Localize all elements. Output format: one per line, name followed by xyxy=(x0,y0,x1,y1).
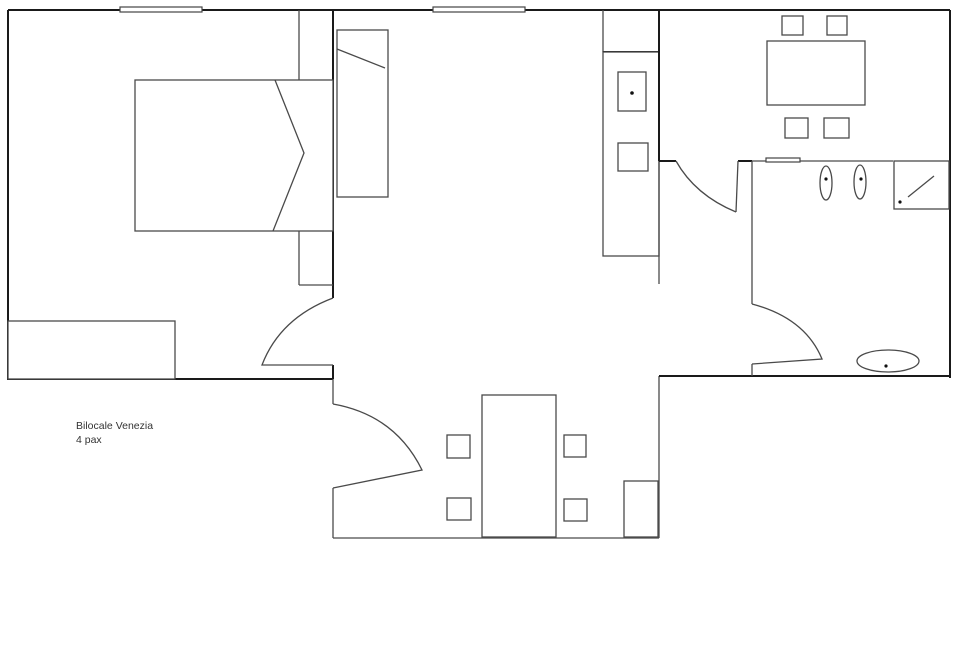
bathtub xyxy=(856,349,920,373)
cabinet xyxy=(623,480,659,538)
corridor-door xyxy=(675,160,737,213)
entrance-walls xyxy=(332,375,666,539)
sofa-bed xyxy=(336,29,389,198)
window-bedroom xyxy=(119,6,203,13)
bathroom-door xyxy=(751,303,823,365)
window-living xyxy=(432,6,526,13)
plan-capacity: 4 pax xyxy=(76,434,102,446)
plan-title: Bilocale Venezia xyxy=(76,420,154,432)
dining-table-top xyxy=(766,15,866,139)
bidet xyxy=(853,164,867,200)
bathroom-fixtures xyxy=(819,160,950,373)
entrance-door xyxy=(332,403,423,489)
kitchen-counter xyxy=(602,10,660,257)
stove xyxy=(617,142,649,172)
washbasin xyxy=(819,165,833,201)
bedroom-door xyxy=(261,297,334,366)
double-bed xyxy=(134,79,334,232)
shower xyxy=(893,160,950,210)
dining-table-bottom xyxy=(446,394,588,538)
dresser xyxy=(7,320,176,380)
plan-label: Bilocale Venezia 4 pax xyxy=(76,419,153,447)
bathroom-walls xyxy=(659,157,893,376)
